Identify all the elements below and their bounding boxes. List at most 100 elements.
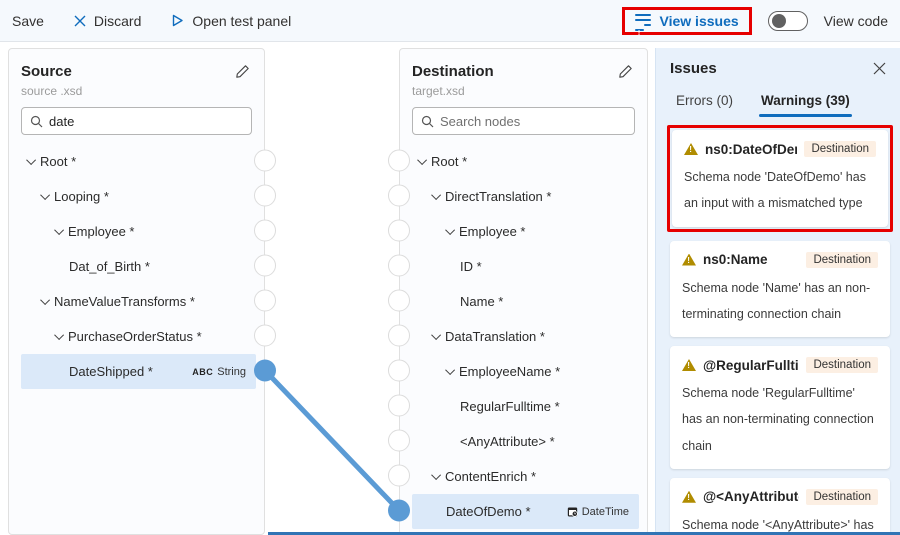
datetime-calendar-icon — [567, 506, 578, 517]
tree-node[interactable]: RegularFulltime * — [412, 389, 639, 424]
tab-errors[interactable]: Errors (0) — [676, 93, 733, 117]
discard-button-label: Discard — [93, 12, 142, 29]
tree-node-label: <AnyAttribute> * — [460, 434, 555, 449]
tree-node-label: DirectTranslation * — [445, 189, 552, 204]
open-test-panel-label: Open test panel — [192, 12, 292, 29]
source-tree: Root * Looping * Employee * Dat_of_Birth… — [9, 144, 264, 389]
bottom-edge-bar — [268, 532, 900, 535]
highlight-box-view-issues: ! View issues — [621, 6, 752, 37]
view-issues-label: View issues — [659, 12, 739, 29]
view-issues-button[interactable]: ! View issues — [634, 12, 739, 37]
warning-node-name: @RegularFulltime — [703, 357, 799, 373]
pencil-icon — [618, 64, 633, 79]
tree-node[interactable]: ContentEnrich * — [412, 459, 639, 494]
destination-badge: Destination — [806, 357, 878, 373]
tree-node-label: DateOfDemo * — [446, 504, 531, 519]
warning-node-name: @<AnyAttribute> — [703, 489, 799, 505]
destination-search-input[interactable] — [440, 113, 626, 129]
discard-x-icon — [74, 15, 86, 27]
chevron-down-icon[interactable] — [416, 158, 431, 165]
tree-node[interactable]: DateOfDemo * DateTime — [412, 494, 639, 529]
toggle-knob — [771, 13, 786, 28]
chevron-down-icon[interactable] — [430, 193, 445, 200]
destination-search-box — [412, 107, 635, 135]
close-issues-button[interactable] — [871, 60, 888, 77]
source-search-input[interactable] — [49, 113, 243, 129]
save-button-label: Save — [12, 12, 44, 29]
warning-card[interactable]: ! ns0:Name Destination Schema node 'Name… — [670, 240, 890, 337]
warning-icon: ! — [682, 359, 696, 371]
destination-badge: Destination — [804, 141, 876, 157]
chevron-down-icon[interactable] — [39, 193, 54, 200]
pencil-icon — [235, 64, 250, 79]
tree-node[interactable]: DirectTranslation * — [412, 179, 639, 214]
warning-icon: ! — [684, 143, 698, 155]
issues-panel: Issues Errors (0) Warnings (39) ! ns0:Da… — [655, 48, 900, 535]
chevron-down-icon[interactable] — [430, 333, 445, 340]
info-badge-icon: ! — [634, 28, 644, 37]
edit-source-button[interactable] — [233, 62, 252, 81]
type-badge-label: DateTime — [581, 505, 629, 518]
chevron-down-icon[interactable] — [444, 368, 459, 375]
tree-node[interactable]: Dat_of_Birth * — [21, 249, 256, 284]
open-test-panel-button[interactable]: Open test panel — [171, 13, 291, 29]
tree-node[interactable]: Looping * — [21, 179, 256, 214]
tree-node-label: Root * — [431, 154, 468, 169]
tree-node[interactable]: Employee * — [21, 214, 256, 249]
warning-card[interactable]: ! ns0:DateOfDemo Destination Schema node… — [672, 130, 888, 227]
highlight-box-warning-card: ! ns0:DateOfDemo Destination Schema node… — [667, 125, 893, 232]
chevron-down-icon[interactable] — [25, 158, 40, 165]
warning-node-name: ns0:Name — [703, 252, 768, 267]
chevron-down-icon[interactable] — [53, 228, 68, 235]
tree-node[interactable]: Root * — [412, 144, 639, 179]
close-icon — [873, 62, 886, 75]
toolbar: Save Discard Open test panel ! View issu… — [0, 0, 900, 42]
warning-icon: ! — [682, 253, 696, 266]
source-search-box — [21, 107, 252, 135]
chevron-down-icon[interactable] — [430, 473, 445, 480]
tree-node-label: Name * — [460, 294, 504, 309]
tree-node-label: NameValueTransforms * — [54, 294, 195, 309]
warning-message: Schema node 'RegularFulltime' has an non… — [682, 386, 874, 453]
tree-node[interactable]: NameValueTransforms * — [21, 284, 256, 319]
tree-node-label: ContentEnrich * — [445, 469, 537, 484]
search-icon — [421, 115, 434, 128]
type-badge-label: String — [217, 365, 246, 378]
tree-node[interactable]: Name * — [412, 284, 639, 319]
datetime-type-badge: DateTime — [567, 506, 629, 518]
warning-card[interactable]: ! @RegularFulltime Destination Schema no… — [670, 346, 890, 469]
save-button[interactable]: Save — [12, 13, 44, 29]
source-file-name: source .xsd — [21, 84, 83, 98]
tab-warnings[interactable]: Warnings (39) — [759, 93, 852, 117]
warning-card[interactable]: ! @<AnyAttribute> Destination Schema nod… — [670, 477, 890, 535]
warning-message: Schema node 'DateOfDemo' has an input wi… — [684, 170, 866, 211]
search-icon — [30, 115, 43, 128]
tree-node[interactable]: Root * — [21, 144, 256, 179]
destination-panel: Destination target.xsd Root * DirectTran… — [399, 48, 648, 535]
view-code-toggle[interactable] — [767, 10, 808, 31]
chevron-down-icon[interactable] — [39, 298, 54, 305]
tree-node[interactable]: Employee * — [412, 214, 639, 249]
tree-node-label: Looping * — [54, 189, 109, 204]
tree-node[interactable]: PurchaseOrderStatus * — [21, 319, 256, 354]
tree-node[interactable]: EmployeeName * — [412, 354, 639, 389]
discard-button[interactable]: Discard — [74, 13, 141, 29]
edit-destination-button[interactable] — [616, 62, 635, 81]
source-panel: Source source .xsd Root * Looping * Empl… — [8, 48, 265, 535]
tree-node-label: DateShipped * — [69, 364, 153, 379]
tree-node[interactable]: DataTranslation * — [412, 319, 639, 354]
tree-node-label: ID * — [460, 259, 482, 274]
chevron-down-icon[interactable] — [53, 333, 68, 340]
abc-icon: ABC — [192, 366, 214, 377]
issues-panel-title: Issues — [670, 60, 717, 77]
issues-tabs: Errors (0) Warnings (39) — [676, 93, 890, 117]
chevron-down-icon[interactable] — [444, 228, 459, 235]
warning-list: ! ns0:DateOfDemo Destination Schema node… — [667, 125, 893, 535]
source-panel-title: Source — [21, 63, 72, 80]
tree-node[interactable]: <AnyAttribute> * — [412, 424, 639, 459]
connection-line[interactable] — [262, 368, 402, 513]
warning-message: Schema node 'Name' has an non-terminatin… — [682, 280, 871, 321]
tree-node[interactable]: ID * — [412, 249, 639, 284]
